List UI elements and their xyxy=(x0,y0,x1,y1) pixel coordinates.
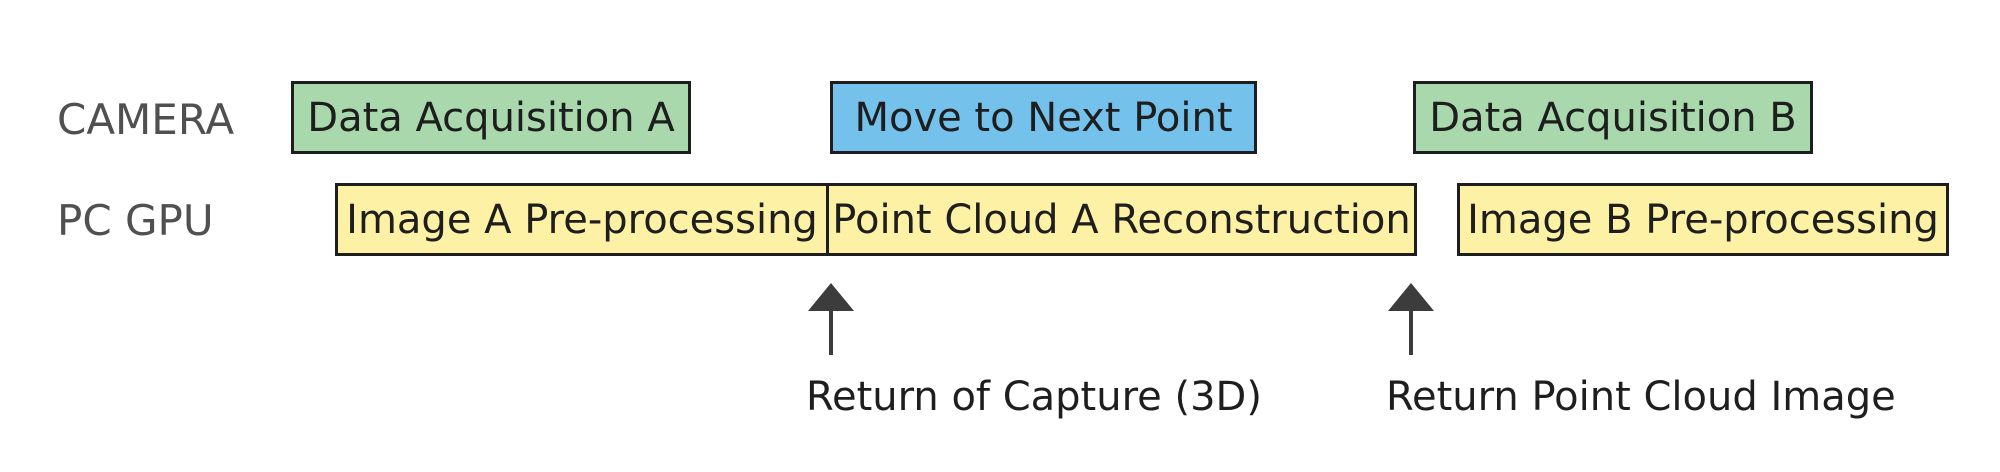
camera-block-data-acquisition-b: Data Acquisition B xyxy=(1413,81,1813,154)
gpu-block-point-cloud-a-reconstruction: Point Cloud A Reconstruction xyxy=(826,183,1417,256)
gpu-block-image-a-preprocessing: Image A Pre-processing xyxy=(335,183,829,256)
lane-label-pc-gpu: PC GPU xyxy=(57,196,214,245)
lane-label-camera: CAMERA xyxy=(57,95,235,144)
camera-block-move-to-next-point: Move to Next Point xyxy=(830,81,1257,154)
camera-block-data-acquisition-a: Data Acquisition A xyxy=(291,81,691,154)
marker-label-return-point-cloud-image: Return Point Cloud Image xyxy=(1386,374,1896,420)
marker-label-return-of-capture: Return of Capture (3D) xyxy=(806,374,1262,420)
up-arrow-icon xyxy=(808,283,854,355)
up-arrow-icon xyxy=(1388,283,1434,355)
gpu-block-image-b-preprocessing: Image B Pre-processing xyxy=(1457,183,1949,256)
